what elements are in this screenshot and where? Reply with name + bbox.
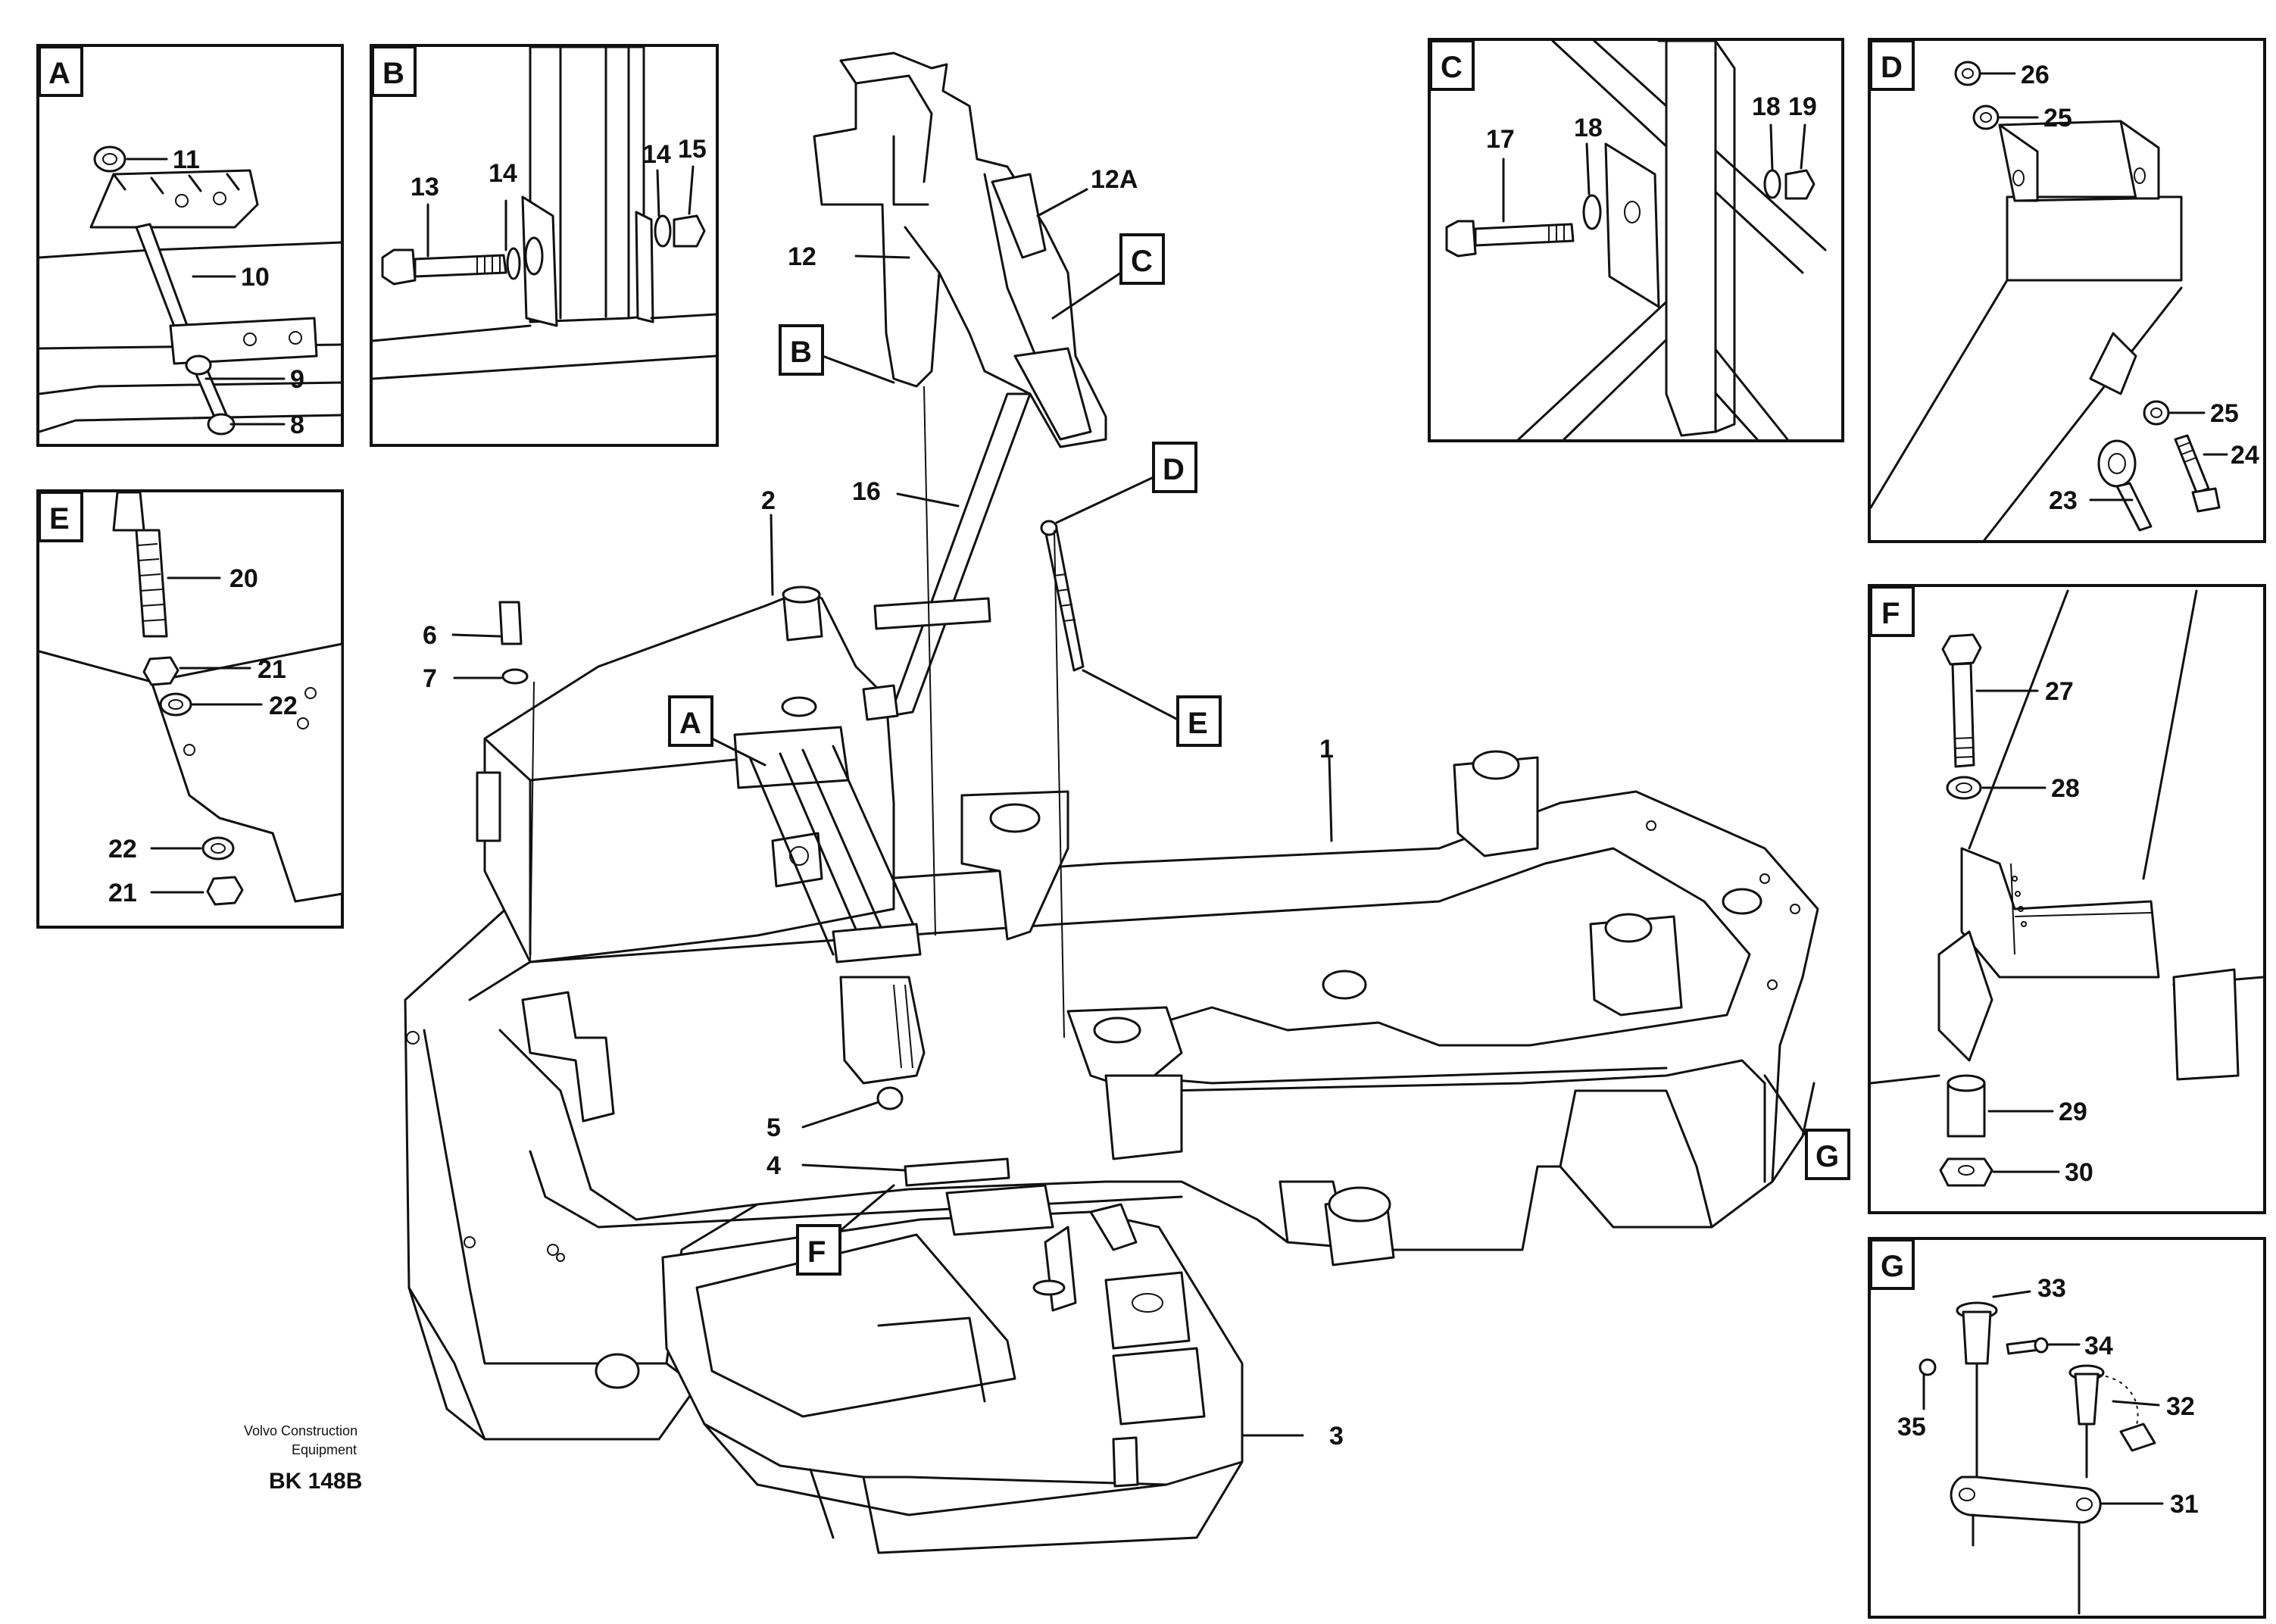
part-label-28: 28	[2051, 774, 2080, 803]
main-frame-assembly	[404, 586, 1819, 1554]
part-label-27: 27	[2045, 677, 2074, 706]
projection-lines	[529, 386, 1065, 1038]
part-label-3: 3	[1329, 1422, 1344, 1451]
part-label-16: 16	[852, 477, 881, 506]
part-label-4: 4	[766, 1151, 781, 1180]
part-label-11: 11	[173, 145, 200, 174]
part-label-12: 12	[788, 242, 816, 271]
detail-panel-d: D 26 25 25 24 23	[1868, 38, 2266, 543]
part-label-21b: 21	[108, 879, 137, 907]
callout-tag-f: F	[807, 1235, 826, 1269]
detail-tag-c: C	[1441, 51, 1463, 84]
part-label-23: 23	[2049, 486, 2078, 515]
part-label-21a: 21	[258, 655, 286, 684]
part-label-7: 7	[423, 664, 437, 693]
part-label-9: 9	[290, 365, 304, 394]
part-label-12a: 12A	[1091, 165, 1138, 194]
upper-frame-assembly	[813, 52, 1107, 721]
part-label-8: 8	[290, 411, 304, 439]
callout-tag-a: A	[679, 707, 701, 740]
part-label-33: 33	[2037, 1274, 2066, 1303]
part-label-34: 34	[2084, 1332, 2113, 1360]
part-label-6: 6	[423, 621, 437, 650]
detail-tag-g: G	[1881, 1250, 1904, 1283]
part-label-14b: 14	[642, 140, 671, 169]
part-label-24: 24	[2231, 441, 2259, 470]
part-label-5: 5	[766, 1113, 781, 1142]
part-label-29: 29	[2059, 1098, 2087, 1126]
detail-panel-b: B 13 14 14 15	[370, 44, 719, 447]
detail-panel-e: E 20 21 22 22 21	[36, 489, 344, 929]
part-label-32: 32	[2166, 1392, 2195, 1421]
part-label-19: 19	[1788, 92, 1817, 121]
part-label-15: 15	[678, 135, 707, 164]
part-label-1: 1	[1319, 735, 1334, 764]
detail-tag-f: F	[1881, 597, 1900, 630]
detail-panel-a: A 11 10 9 8	[36, 44, 344, 447]
part-label-13: 13	[411, 173, 439, 201]
part-label-20: 20	[229, 564, 258, 593]
caption-company-line2: Equipment	[292, 1442, 357, 1457]
part-label-35: 35	[1897, 1413, 1926, 1441]
part-label-18a: 18	[1574, 114, 1603, 142]
callout-tag-d: D	[1163, 453, 1185, 486]
part-label-25b: 25	[2210, 399, 2239, 428]
callout-tag-b: B	[790, 336, 812, 369]
part-label-10: 10	[241, 263, 270, 292]
detail-panel-c: C 17 18 18 19	[1428, 38, 1844, 442]
part-label-18b: 18	[1752, 92, 1781, 121]
callout-tag-g: G	[1815, 1140, 1839, 1173]
callout-tag-c: C	[1131, 245, 1153, 278]
detail-tag-e: E	[49, 502, 70, 536]
main-part-labels: 2 1 3 4 5 6 7 12 12A 16	[423, 165, 1344, 1451]
callout-tag-e: E	[1188, 707, 1208, 740]
part-label-17: 17	[1486, 125, 1515, 154]
callout-tags: B C D E A F G	[668, 233, 1850, 1276]
detail-panel-g: G 33 34 35 32 31	[1868, 1237, 2266, 1619]
caption-company: Volvo Construction	[244, 1423, 357, 1438]
part-label-22b: 22	[108, 835, 137, 864]
part-label-14a: 14	[489, 159, 517, 188]
part-label-30: 30	[2065, 1158, 2093, 1187]
part-label-22a: 22	[269, 692, 298, 720]
detail-tag-d: D	[1881, 51, 1903, 84]
detail-tag-a: A	[48, 57, 70, 90]
detail-tag-b: B	[382, 57, 404, 90]
part-label-25a: 25	[2043, 104, 2072, 133]
caption-block: Volvo Construction Equipment BK 148B	[244, 1423, 362, 1494]
part-label-2: 2	[761, 486, 776, 515]
caption-code: BK 148B	[269, 1469, 362, 1494]
detail-panel-f: F 27 28 29 30	[1868, 584, 2266, 1214]
part-label-26: 26	[2021, 61, 2050, 89]
part-label-31: 31	[2170, 1490, 2199, 1519]
